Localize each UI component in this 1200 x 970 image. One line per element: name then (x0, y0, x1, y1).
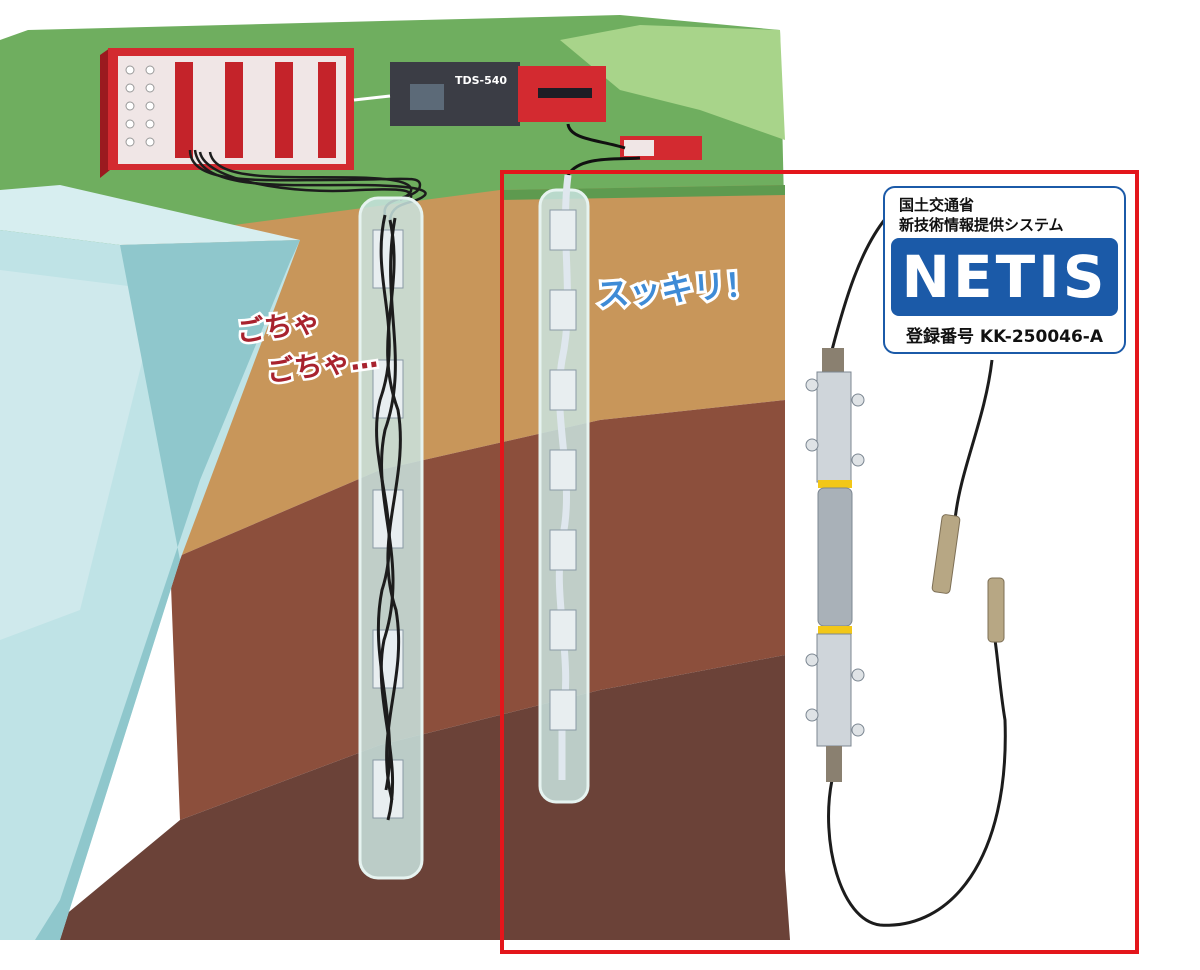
switch-box-terminals (175, 62, 336, 158)
junction-box (620, 136, 702, 160)
probe-body (817, 487, 853, 627)
data-logger-slot (538, 88, 592, 98)
grass-light (560, 25, 785, 140)
sensor-rod-1 (931, 514, 961, 594)
probe-frame-top (816, 371, 852, 483)
junction-cable-down (566, 156, 641, 176)
product-cable-bottom (827, 639, 1007, 927)
logger-link-cable (353, 94, 391, 102)
borehole-left-wires (375, 214, 402, 821)
junction-cable (566, 123, 626, 150)
terrain (0, 15, 790, 940)
sensor-cable-upper (953, 359, 994, 521)
probe-yellow-band-bottom (818, 626, 852, 634)
netis-system-name: 新技術情報提供システム (899, 216, 1064, 234)
probe-yellow-band-top (818, 480, 852, 488)
borehole-left (358, 196, 424, 880)
netis-registration-number: 登録番号 KK-250046-A (905, 327, 1104, 347)
data-logger-label: TDS-540 (455, 74, 507, 87)
sensor-rod-2 (987, 577, 1005, 643)
concrete-top (0, 185, 300, 245)
probe-wheels (805, 378, 865, 737)
netis-badge: 国土交通省 新技術情報提供システム NETIS 登録番号 KK-250046-A (883, 186, 1126, 354)
switch-box-side (100, 48, 110, 178)
soil-layer-top (120, 185, 785, 560)
concrete-structure (0, 185, 300, 940)
concrete-inner (0, 270, 160, 640)
concrete-shadow (35, 240, 300, 940)
netis-logo: NETIS (891, 238, 1118, 316)
data-logger-screen (410, 84, 444, 110)
borehole-right-gauges (549, 209, 577, 731)
switch-box-knobs (125, 65, 155, 147)
probe-bottom-connector (826, 746, 842, 782)
netis-ministry: 国土交通省 (899, 196, 975, 214)
data-logger-body (390, 62, 520, 126)
data-logger-unit: TDS-540 (353, 62, 606, 126)
probe-top-connector (822, 348, 844, 372)
borehole-right (538, 174, 590, 804)
probe-frame-bottom (816, 633, 852, 747)
product-cable-top (830, 217, 888, 351)
inclinometer-product (805, 217, 1007, 927)
soil-layer-mid (170, 400, 785, 820)
switch-box-unit (100, 48, 354, 178)
highlight-frame (500, 170, 1139, 954)
